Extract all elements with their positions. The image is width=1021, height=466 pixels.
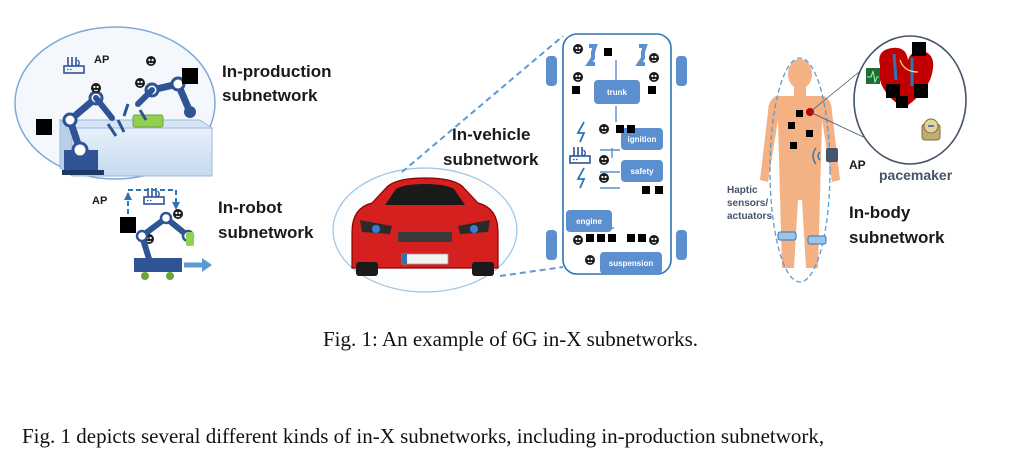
sensor-icon — [598, 123, 610, 135]
actuator-square — [642, 186, 650, 194]
actuator-square — [597, 234, 605, 242]
sensor-icon — [598, 172, 610, 184]
sensor-icon — [584, 254, 596, 266]
haptic-label-line1: Haptic — [727, 185, 758, 196]
sensor-icon — [648, 71, 660, 83]
in-production-title-line1: In-production — [222, 62, 332, 81]
engine-module: engine — [566, 210, 612, 232]
in-vehicle-title-line1: In-vehicle — [452, 125, 530, 144]
actuator-square — [608, 234, 616, 242]
actuator-square — [806, 130, 813, 137]
sensor-icon — [572, 43, 584, 55]
in-robot-subnetwork: AP In-robot subnetwork — [92, 187, 314, 280]
actuator-square — [36, 119, 52, 135]
human-body — [760, 59, 840, 268]
sensor-icon — [598, 154, 610, 166]
in-robot-title-line1: In-robot — [218, 198, 283, 217]
body-paragraph: Fig. 1 depicts several different kinds o… — [22, 424, 825, 448]
subnetworks-figure: AP In-production subnetwork AP In-robot … — [14, 26, 967, 293]
wearable-ap — [812, 147, 838, 165]
actuator-square — [886, 84, 900, 98]
engine-label: engine — [576, 217, 602, 226]
lightning-icon — [576, 121, 586, 143]
zoom-line — [499, 266, 564, 277]
actuator-square — [790, 142, 797, 149]
ap-label: AP — [92, 195, 107, 207]
actuator-square — [182, 68, 198, 84]
actuator-square — [616, 125, 624, 133]
mobile-robot — [134, 211, 212, 280]
in-body-title-line1: In-body — [849, 203, 911, 222]
actuator-square — [572, 86, 580, 94]
link-arrow — [127, 189, 177, 214]
figure-caption: Fig. 1: An example of 6G in-X subnetwork… — [322, 327, 699, 351]
in-production-subnetwork: AP In-production subnetwork — [14, 26, 332, 180]
haptic-band — [807, 235, 827, 245]
workpiece — [132, 114, 164, 128]
ignition-label: ignition — [628, 135, 657, 144]
suspension-module: suspension — [600, 252, 662, 274]
actuator-square — [788, 122, 795, 129]
actuator-square — [586, 234, 594, 242]
actuator-square — [912, 42, 926, 56]
actuator-square — [604, 48, 612, 56]
actuator-square — [120, 217, 136, 233]
ap-label: AP — [94, 54, 109, 66]
actuator-square — [648, 86, 656, 94]
haptic-label-line2: sensors/ — [727, 198, 768, 209]
actuator-square — [914, 84, 928, 98]
vehicle-chassis — [546, 33, 687, 275]
pacemaker-device-icon — [921, 118, 941, 141]
safety-module: safety — [621, 160, 663, 182]
trunk-label: trunk — [607, 88, 628, 97]
in-body-title-line2: subnetwork — [849, 228, 945, 247]
safety-label: safety — [630, 167, 654, 176]
zoom-line — [809, 67, 865, 113]
ignition-module: ignition — [621, 128, 663, 150]
pacemaker-label: pacemaker — [879, 167, 953, 183]
car — [351, 177, 499, 276]
trunk-module: trunk — [594, 80, 640, 104]
in-vehicle-subnetwork: In-vehicle subnetwork trunk ignition saf… — [332, 33, 687, 293]
sensor-icon — [134, 77, 146, 89]
sensor-icon — [172, 208, 184, 220]
ecg-panel — [866, 68, 880, 84]
actuator-square — [638, 234, 646, 242]
actuator-square — [896, 96, 908, 108]
sensor-icon — [90, 82, 102, 94]
haptic-label-line3: actuators — [727, 211, 772, 222]
actuator-square — [655, 186, 663, 194]
ecg-trace-icon — [867, 70, 879, 84]
sensor-icon — [648, 52, 660, 64]
ap-label: AP — [849, 158, 866, 172]
actuator-square — [627, 234, 635, 242]
sensor-icon — [145, 55, 157, 67]
haptic-band — [777, 231, 797, 241]
industrial-robot-right — [122, 76, 196, 121]
actuator-square — [796, 110, 803, 117]
sensor-icon — [572, 71, 584, 83]
actuator-square — [627, 125, 635, 133]
industrial-robot-left — [62, 90, 126, 175]
in-robot-title-line2: subnetwork — [218, 223, 314, 242]
in-production-title-line2: subnetwork — [222, 86, 318, 105]
suspension-label: suspension — [609, 259, 654, 268]
in-body-subnetwork: AP Haptic sensors/ actuators pacemaker I… — [727, 35, 967, 283]
body-area-boundary — [769, 57, 831, 283]
sensor-icon — [648, 234, 660, 246]
lightning-icon — [576, 167, 586, 189]
zoom-line — [401, 35, 564, 173]
in-vehicle-title-line2: subnetwork — [443, 150, 539, 169]
sensor-icon — [572, 234, 584, 246]
